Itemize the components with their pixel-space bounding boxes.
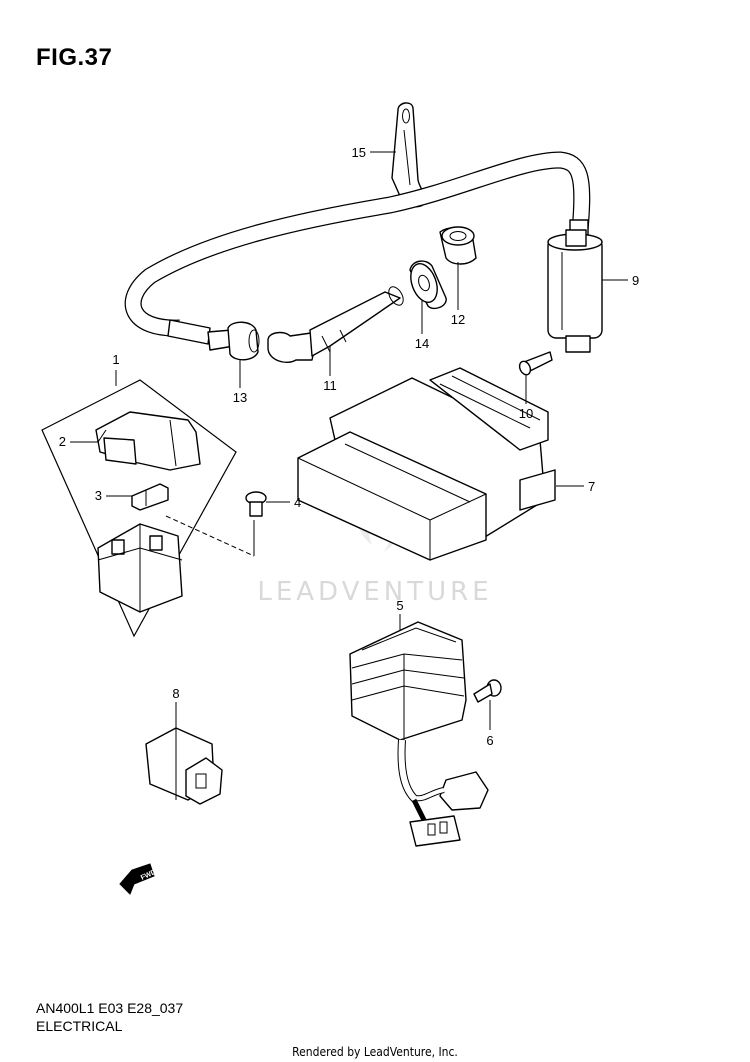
part-6-bolt xyxy=(473,679,502,703)
callout-5: 5 xyxy=(396,598,403,613)
leader-lines xyxy=(70,151,628,730)
part-14-grommet xyxy=(409,260,447,310)
part-12-cushion xyxy=(439,226,477,265)
part-7-ecm xyxy=(297,367,556,561)
callout-1: 1 xyxy=(112,352,119,367)
callout-9: 9 xyxy=(632,273,639,288)
part-1-relay-assembly xyxy=(41,379,255,638)
callout-6: 6 xyxy=(486,733,493,748)
figure-title: FIG.37 xyxy=(36,44,113,71)
part-10-screw xyxy=(518,351,553,376)
callout-11: 11 xyxy=(323,378,337,393)
fwd-arrow-icon xyxy=(119,863,155,895)
part-4-bolt xyxy=(245,491,267,517)
callout-8: 8 xyxy=(172,686,179,701)
callout-14: 14 xyxy=(415,336,429,351)
fwd-direction-arrow: FWD xyxy=(119,863,157,895)
model-code: AN400L1 E03 E28_037 xyxy=(36,1000,184,1016)
callout-12: 12 xyxy=(451,312,465,327)
callout-2: 2 xyxy=(59,434,66,449)
callout-7: 7 xyxy=(588,479,595,494)
callout-10: 10 xyxy=(519,406,533,421)
callout-13: 13 xyxy=(233,390,247,405)
rendered-by-credit: Rendered by LeadVenture, Inc. xyxy=(292,1045,458,1059)
callout-15: 15 xyxy=(352,145,366,160)
watermark-brand: LEADVENTURE xyxy=(257,577,492,607)
part-11-pipe xyxy=(267,286,404,364)
part-8-connector xyxy=(145,727,223,805)
part-13-clamp xyxy=(207,321,260,361)
part-5-regulator xyxy=(349,621,489,847)
callout-numbers: 1 2 3 4 5 6 7 8 9 10 11 12 13 14 15 xyxy=(59,145,639,748)
callout-3: 3 xyxy=(95,488,102,503)
part-9-fuel-pump xyxy=(547,229,603,353)
section-name: ELECTRICAL xyxy=(36,1018,123,1034)
callout-4: 4 xyxy=(294,495,301,510)
